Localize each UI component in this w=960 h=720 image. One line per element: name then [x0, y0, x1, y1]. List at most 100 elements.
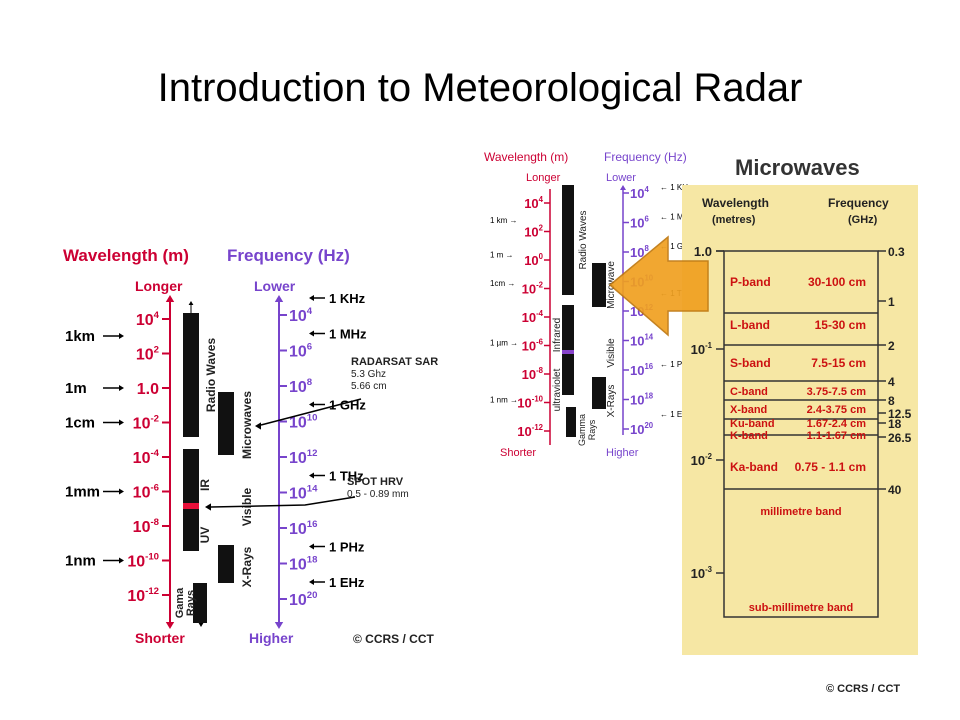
marker-arrow — [309, 295, 314, 301]
frequency-tick-label: 104 — [289, 306, 313, 325]
longer-label: Longer — [135, 278, 183, 294]
frequency-tick-label: 1016 — [289, 519, 317, 538]
lower-label: Lower — [254, 278, 296, 294]
marker-arrow — [119, 557, 124, 564]
frequency-tick-label: 1020 — [289, 590, 317, 609]
x-rays-bar — [218, 545, 234, 583]
wavelength-marker: 1m — [65, 380, 87, 397]
radio-waves-label: Radio Waves — [204, 338, 218, 413]
band-range: 0.75 - 1.1 cm — [795, 460, 866, 474]
small-frequency-tick-label: 108 — [630, 244, 649, 260]
small-wavelength-marker: 1 km → — [490, 216, 518, 225]
band-name: Ku-band — [730, 418, 775, 430]
band-name: Ka-band — [730, 460, 778, 474]
small-wavelength-marker: 1 nm → — [490, 396, 518, 405]
small-frequency-top — [620, 185, 626, 190]
marker-arrow — [309, 330, 314, 337]
micro-right-scale: 18 — [888, 417, 902, 431]
small-infrared-label: Infrared — [552, 318, 563, 352]
microwave-panel: Wavelength (m)Frequency (Hz)LongerShorte… — [484, 150, 918, 655]
wavelength-axis-bottom — [165, 622, 175, 629]
micro-left-scale: 1.0 — [694, 244, 712, 259]
ir-uv-bar — [183, 449, 199, 551]
marker-arrow — [309, 543, 314, 550]
bar-arrow — [198, 623, 204, 627]
credit-left: © CCRS / CCT — [353, 632, 435, 646]
small-gamma-bar — [566, 407, 576, 437]
band-range: 1.1-1.67 cm — [807, 430, 867, 442]
small-frequency-tick-label: 1018 — [630, 392, 654, 408]
small-wavelength-tick-label: 10-8 — [522, 366, 544, 382]
col-frequency-1: Frequency — [828, 196, 889, 210]
band-name: P-band — [730, 275, 771, 289]
small-radio-label: Radio Waves — [578, 210, 589, 269]
wavelength-tick-label: 104 — [136, 310, 160, 329]
small-wavelength-tick-label: 10-6 — [522, 338, 544, 354]
frequency-tick-label: 1012 — [289, 448, 317, 467]
small-wavelength-tick-label: 10-10 — [517, 395, 543, 411]
small-gamma-label-2: Rays — [587, 419, 597, 440]
spectrum-diagram: Wavelength (m)Frequency (Hz)LongerShorte… — [63, 246, 438, 646]
micro-left-scale: 10-1 — [691, 341, 713, 357]
radarsat-label: RADARSAT SAR — [351, 356, 438, 368]
small-xray-bar — [592, 377, 606, 409]
spot-label: SPOT HRV — [347, 476, 404, 488]
small-wavelength-tick-label: 102 — [524, 224, 543, 240]
frequency-tick-label: 108 — [289, 377, 313, 396]
micro-right-scale: 12.5 — [888, 407, 912, 421]
micro-right-scale: 8 — [888, 394, 895, 408]
frequency-marker: 1 PHz — [329, 540, 365, 555]
small-longer: Longer — [526, 172, 561, 184]
frequency-marker: 1 THz — [329, 469, 364, 484]
marker-arrow — [119, 488, 124, 495]
small-xrays-label: X-Rays — [606, 385, 617, 418]
small-radio-bar — [562, 185, 574, 295]
wavelength-tick-label: 1.0 — [137, 381, 159, 398]
band-panel-bg — [682, 185, 918, 655]
micro-left-scale: 10-3 — [691, 565, 713, 581]
band-range: 1.67-2.4 cm — [807, 418, 867, 430]
small-frequency-marker: ← 1 EI — [660, 410, 684, 419]
wavelength-marker: 1mm — [65, 484, 100, 501]
small-frequency-marker: ← 1 PH — [660, 360, 688, 369]
wavelength-tick-label: 10-6 — [133, 482, 159, 501]
bar-arrow — [188, 301, 194, 305]
micro-left-scale: 10-2 — [691, 452, 713, 468]
credit-right: © CCRS / CCT — [826, 683, 901, 695]
wavelength-tick-label: 10-10 — [127, 551, 159, 570]
band-range: 3.75-7.5 cm — [807, 386, 867, 398]
wavelength-tick-label: 10-4 — [133, 448, 160, 467]
micro-right-scale: 2 — [888, 339, 895, 353]
pointer-arrow — [608, 235, 709, 337]
wavelength-axis-top — [165, 295, 175, 302]
uv-label: UV — [198, 527, 212, 544]
small-frequency-tick-label: 106 — [630, 215, 649, 231]
marker-arrow — [119, 385, 124, 391]
small-wavelength-tick-label: 104 — [524, 195, 543, 211]
wavelength-marker: 1km — [65, 328, 95, 345]
marker-arrow — [309, 472, 314, 479]
small-wavelength-header: Wavelength (m) — [484, 150, 568, 164]
shorter-label: Shorter — [135, 630, 185, 646]
microwaves-bar — [218, 392, 234, 455]
higher-label: Higher — [249, 630, 294, 646]
spot-label: 0.5 - 0.89 mm — [347, 489, 409, 500]
small-ultraviolet-label: ultraviolet — [552, 368, 563, 411]
band-name: K-band — [730, 430, 768, 442]
small-frequency-marker: ← 1 MH — [660, 213, 690, 222]
frequency-header: Frequency (Hz) — [227, 246, 350, 265]
frequency-tick-label: 1014 — [289, 483, 318, 502]
microwaves-title: Microwaves — [735, 155, 860, 180]
frequency-tick-label: 106 — [289, 341, 312, 360]
small-frequency-tick-label: 104 — [630, 185, 649, 201]
frequency-marker: 1 KHz — [329, 291, 366, 306]
radarsat-label: 5.3 Ghz — [351, 369, 386, 380]
frequency-marker: 1 EHz — [329, 575, 365, 590]
marker-arrow — [309, 579, 314, 585]
wavelength-tick-label: 102 — [136, 344, 159, 363]
small-frequency-tick-label: 1014 — [630, 333, 654, 349]
micro-right-scale: 1 — [888, 295, 895, 309]
band-box — [723, 250, 879, 618]
wavelength-tick-label: 10-2 — [133, 413, 159, 432]
band-range: 30-100 cm — [808, 275, 866, 289]
